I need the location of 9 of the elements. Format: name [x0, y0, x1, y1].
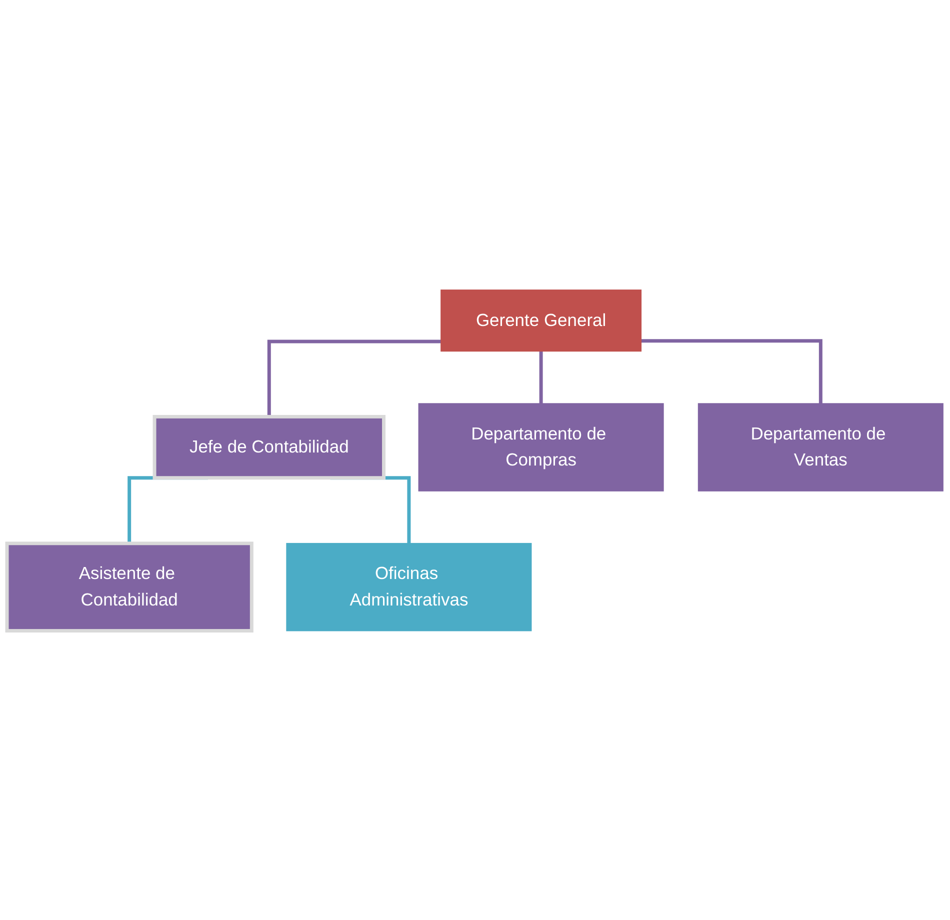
node-box: Departamento de Compras [418, 402, 664, 492]
connector [641, 338, 822, 404]
node-box: Gerente General [440, 289, 642, 352]
node-box: Asistente de Contabilidad [5, 541, 254, 632]
connector [267, 339, 441, 416]
node-box: Jefe de Contabilidad [152, 414, 386, 480]
connector [539, 349, 543, 404]
node-box: Departamento de Ventas [698, 402, 944, 492]
node-box: Oficinas Administrativas [286, 542, 532, 631]
